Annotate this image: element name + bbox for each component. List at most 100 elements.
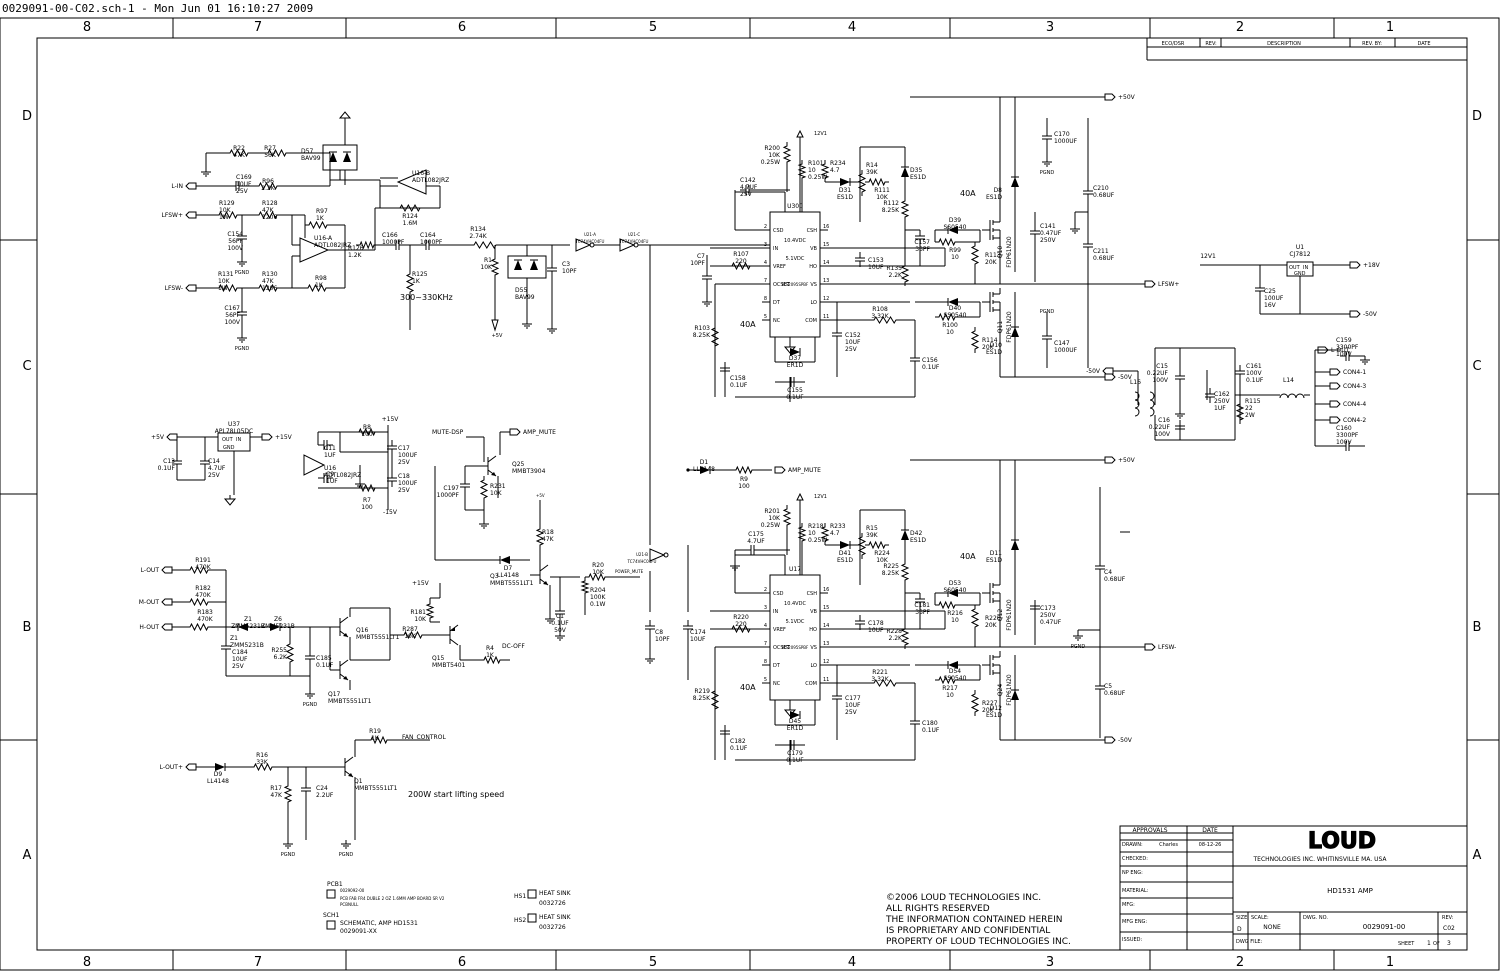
pcb-sub: PCBNULL bbox=[340, 902, 359, 907]
r183-label: 470K bbox=[197, 616, 213, 623]
d7-label: D7 bbox=[504, 565, 513, 572]
c184-label: C184 bbox=[232, 649, 248, 656]
transistor-arrow bbox=[543, 581, 548, 585]
d42-label: D42 bbox=[910, 530, 922, 537]
offpage-connector-icon bbox=[1144, 643, 1156, 651]
resistor-symbol bbox=[367, 735, 391, 745]
approval-row-label: MFG: bbox=[1122, 902, 1135, 908]
offpage-connector-icon bbox=[1104, 456, 1116, 464]
inductor-coil bbox=[1279, 393, 1289, 399]
offpage-connector-icon bbox=[166, 433, 178, 441]
rev-label: REV: bbox=[1442, 915, 1454, 921]
d40-label: D40 bbox=[949, 305, 961, 312]
pin-label: IN bbox=[773, 246, 778, 252]
hs1-ref: HS1 bbox=[514, 893, 526, 900]
r134-label: R134 bbox=[470, 226, 486, 233]
c24-label: 2.2UF bbox=[316, 792, 334, 799]
resistor-symbol bbox=[900, 625, 910, 649]
d12-label: D12 bbox=[990, 705, 1002, 712]
c25-label: 16V bbox=[1264, 302, 1277, 309]
q17-label: Q17 bbox=[328, 691, 341, 698]
r201-label: 10K bbox=[768, 515, 781, 522]
r130-label: 1206 bbox=[262, 285, 277, 292]
pin-number: 11 bbox=[823, 314, 829, 320]
c5-label: C5 bbox=[1104, 683, 1112, 690]
r129-label: 10K bbox=[219, 207, 232, 214]
net-label: CON4-4 bbox=[1343, 401, 1366, 408]
r220-label: R220 bbox=[733, 614, 749, 621]
pcb-desc: PCB FAB FR4 DUBLE 2 OZ 1.6MM AMP BOARD S… bbox=[340, 896, 445, 901]
d37-label: D37 bbox=[789, 355, 801, 362]
d10-label: D10 bbox=[990, 342, 1002, 349]
net-label: +50V bbox=[1118, 457, 1136, 464]
zone-label-top: 6 bbox=[458, 20, 466, 35]
r217-label: 10 bbox=[946, 692, 954, 699]
c158-label: C158 bbox=[730, 375, 746, 382]
pin-label: CSH bbox=[807, 591, 818, 597]
u21c-label: TC74VHC04FU bbox=[619, 239, 649, 244]
u21c-label: U21-C bbox=[628, 232, 640, 237]
diode-symbol bbox=[901, 530, 909, 540]
inductor-coil bbox=[1149, 399, 1155, 409]
r227-label: 20K bbox=[982, 707, 995, 714]
zone-label-left: D bbox=[22, 109, 32, 124]
resistor-symbol bbox=[865, 540, 889, 550]
zone-label-bottom: 5 bbox=[649, 955, 657, 970]
u16b-label: ADTL082JRZ bbox=[412, 177, 449, 184]
resistor-symbol bbox=[255, 283, 281, 293]
current-note: 40A bbox=[740, 320, 756, 329]
buffer-symbol bbox=[649, 548, 666, 562]
hs1-pn: 0032726 bbox=[539, 900, 566, 907]
diode-symbol bbox=[343, 152, 351, 162]
z1-label: Z1 bbox=[244, 616, 252, 623]
pin-label: OUT bbox=[1289, 265, 1301, 271]
approval-name: Charles bbox=[1159, 842, 1178, 848]
r7-label: R7 bbox=[363, 497, 371, 504]
z6-label: Z6 bbox=[274, 616, 282, 623]
r103-label: R103 bbox=[694, 325, 710, 332]
date-label: DATE bbox=[1202, 827, 1218, 834]
rev-header: REV: bbox=[1205, 41, 1217, 47]
resistor-symbol bbox=[186, 597, 212, 607]
r201-label: R201 bbox=[764, 508, 780, 515]
resistor-symbol bbox=[186, 622, 212, 632]
r217-label: R217 bbox=[942, 685, 958, 692]
pgnd-label: PGND bbox=[303, 702, 318, 708]
rev-header: ECO/DSR bbox=[1162, 41, 1185, 47]
c153-label: 10UF bbox=[868, 264, 884, 271]
r27-label: 56K bbox=[264, 152, 277, 159]
ic-part: IRS2095SPBF bbox=[782, 282, 809, 287]
pin-label: 5.1VDC bbox=[786, 256, 805, 262]
diode-symbol bbox=[948, 589, 958, 597]
resistor-symbol bbox=[250, 762, 276, 772]
r220-label: 220 bbox=[735, 621, 747, 628]
pin-number: 14 bbox=[823, 260, 829, 266]
junction-dot bbox=[686, 468, 690, 472]
offpage-connector-icon bbox=[1104, 93, 1116, 101]
r111-label: R111 bbox=[874, 187, 890, 194]
net-label: LFSW- bbox=[1158, 644, 1176, 651]
r182-label: R182 bbox=[195, 585, 211, 592]
r182-label: 470K bbox=[195, 592, 211, 599]
rev-header: REV. BY: bbox=[1362, 41, 1382, 47]
d35-label: ES1D bbox=[910, 174, 926, 181]
offpage-connector-icon bbox=[161, 623, 173, 631]
pin-number: 3 bbox=[764, 242, 767, 248]
sheet-value: 1 bbox=[1427, 940, 1431, 947]
net-label: L-OUT+ bbox=[160, 764, 183, 771]
pgnd-label: PGND bbox=[1040, 309, 1055, 315]
c174-label: 10UF bbox=[690, 636, 706, 643]
net-label: L-OUT bbox=[1331, 347, 1350, 354]
resistor-symbol bbox=[215, 210, 241, 220]
opamp-symbol bbox=[299, 237, 330, 263]
pin-label: LO bbox=[810, 663, 817, 669]
zone-label-top: 4 bbox=[848, 20, 856, 35]
offpage-connector-icon bbox=[509, 428, 521, 436]
net-label: LFSW- bbox=[165, 285, 183, 292]
supply-arrow-icon bbox=[491, 319, 499, 332]
c13-label: 0.1UF bbox=[158, 465, 176, 472]
resistor-symbol bbox=[355, 427, 379, 437]
r1-label: R1 bbox=[484, 257, 492, 264]
r115-label: 22 bbox=[1245, 405, 1253, 412]
c24-label: C24 bbox=[316, 785, 328, 792]
